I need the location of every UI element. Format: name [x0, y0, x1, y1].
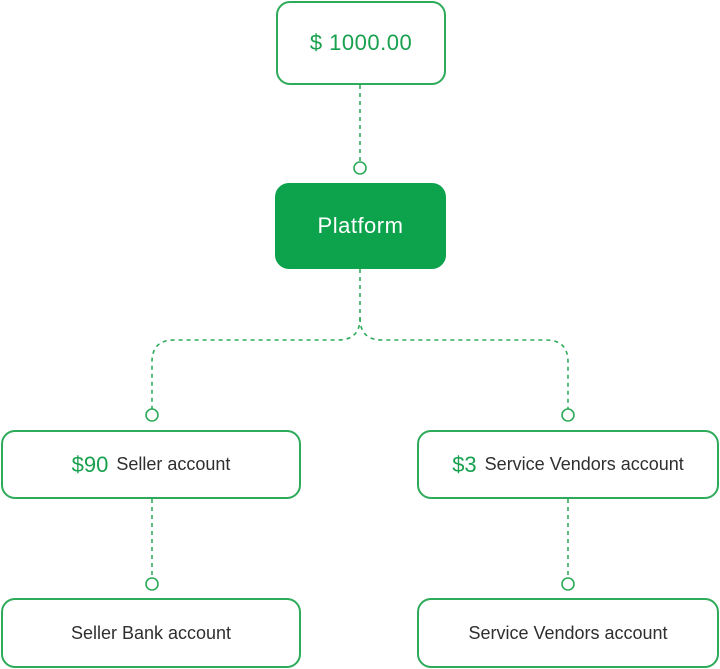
service-vendors-account-bottom-label: Service Vendors account: [468, 622, 668, 643]
seller-bank-account-label: Seller Bank account: [70, 622, 232, 643]
seller-account-node: $90 Seller account: [1, 430, 301, 499]
seller-amount: $90: [71, 451, 109, 477]
connector-platform-right: [359, 317, 569, 409]
service-vendors-account-label: Service Vendors account: [484, 454, 684, 474]
connector-endpoint-seller: [145, 408, 159, 422]
platform-node: Platform: [275, 183, 446, 269]
connector-endpoint-seller-bank: [145, 577, 159, 591]
seller-bank-account-node: Seller Bank account: [1, 598, 301, 668]
connector-platform-left: [151, 269, 361, 409]
connector-endpoint-vendors-bottom: [561, 577, 575, 591]
service-vendors-account-node: $3 Service Vendors account: [417, 430, 719, 499]
total-amount-node: $ 1000.00: [276, 1, 446, 85]
connector-endpoint-platform: [353, 161, 367, 175]
connector-endpoint-vendors: [561, 408, 575, 422]
total-amount: $ 1000.00: [309, 30, 413, 55]
seller-account-label: Seller account: [116, 454, 231, 474]
service-vendors-account-bottom-node: Service Vendors account: [417, 598, 719, 668]
vendors-amount: $3: [452, 451, 477, 477]
platform-label: Platform: [317, 213, 404, 238]
